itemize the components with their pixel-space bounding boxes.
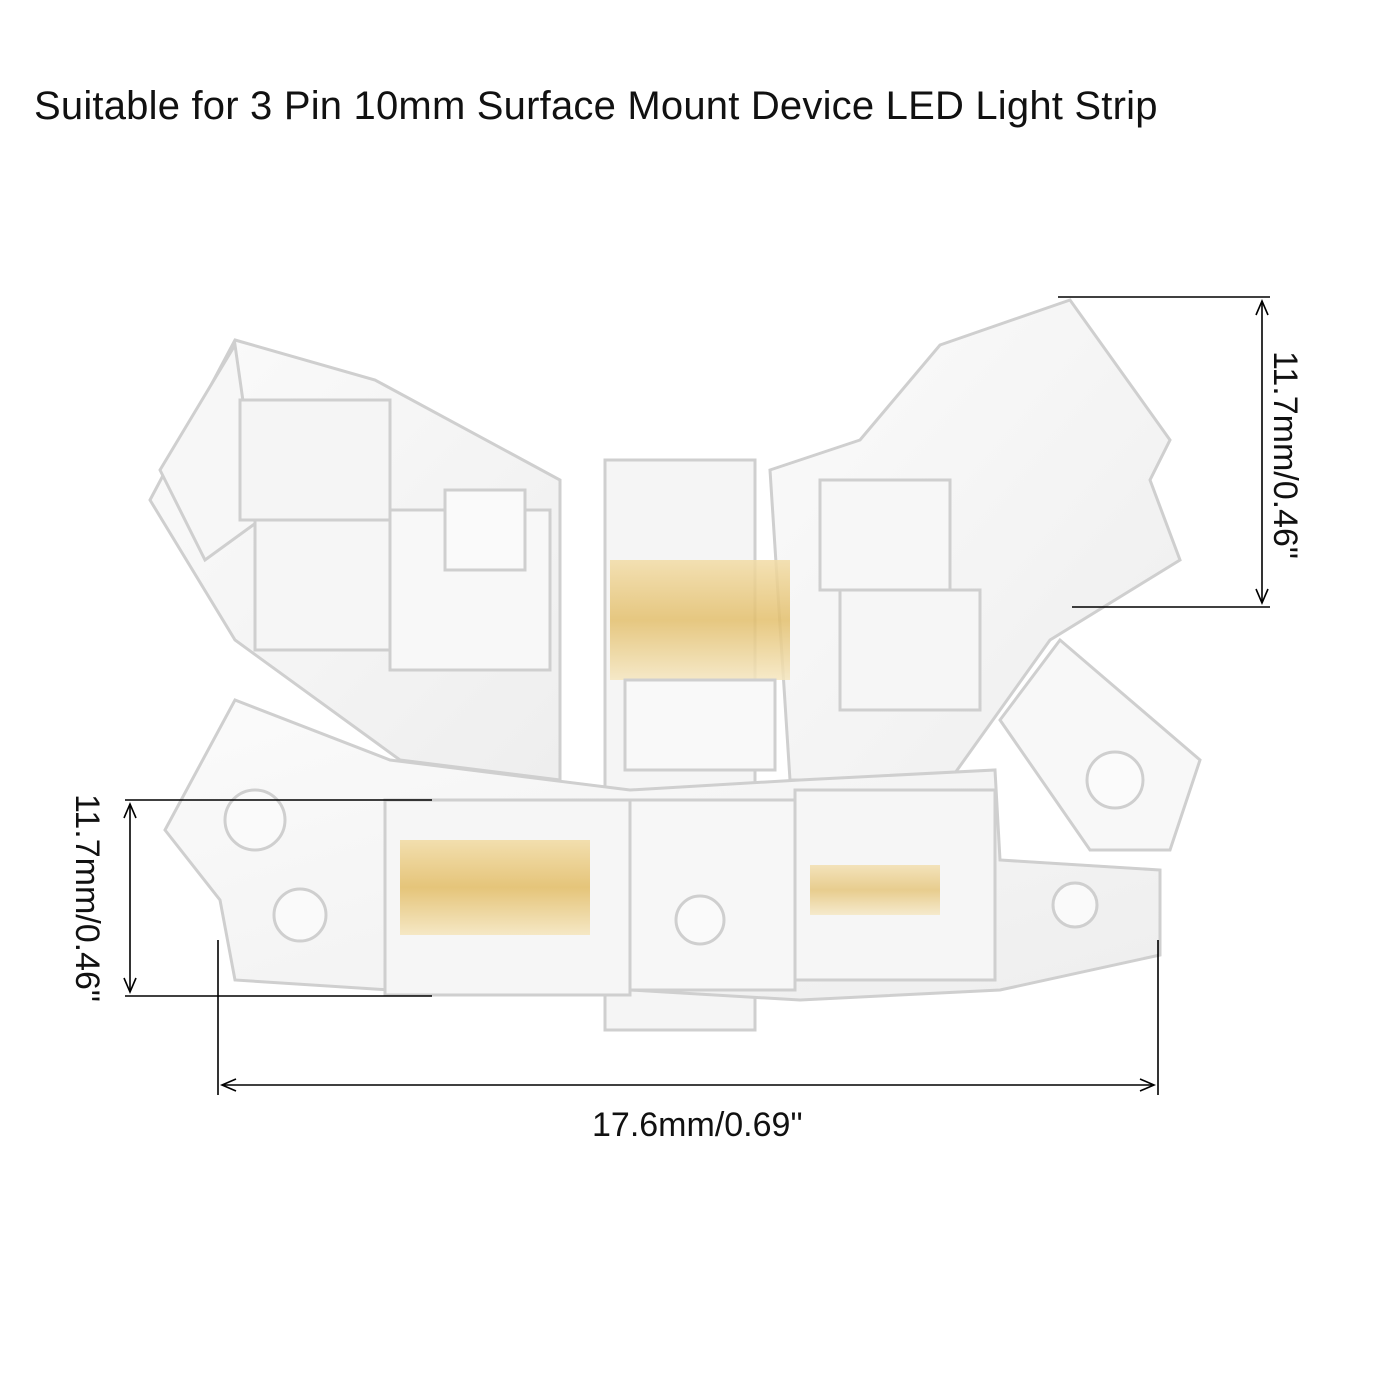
product-title: Suitable for 3 Pin 10mm Surface Mount De… [34,84,1158,128]
height-dimension-label-right: 11.7mm/0.46" [1266,351,1304,559]
width-dimension-label: 17.6mm/0.69" [592,1106,803,1144]
height-dimension-label-left: 11.7mm/0.46" [68,794,106,1002]
dimension-lines [123,296,1270,1095]
led-strip-connector [148,298,1202,1032]
